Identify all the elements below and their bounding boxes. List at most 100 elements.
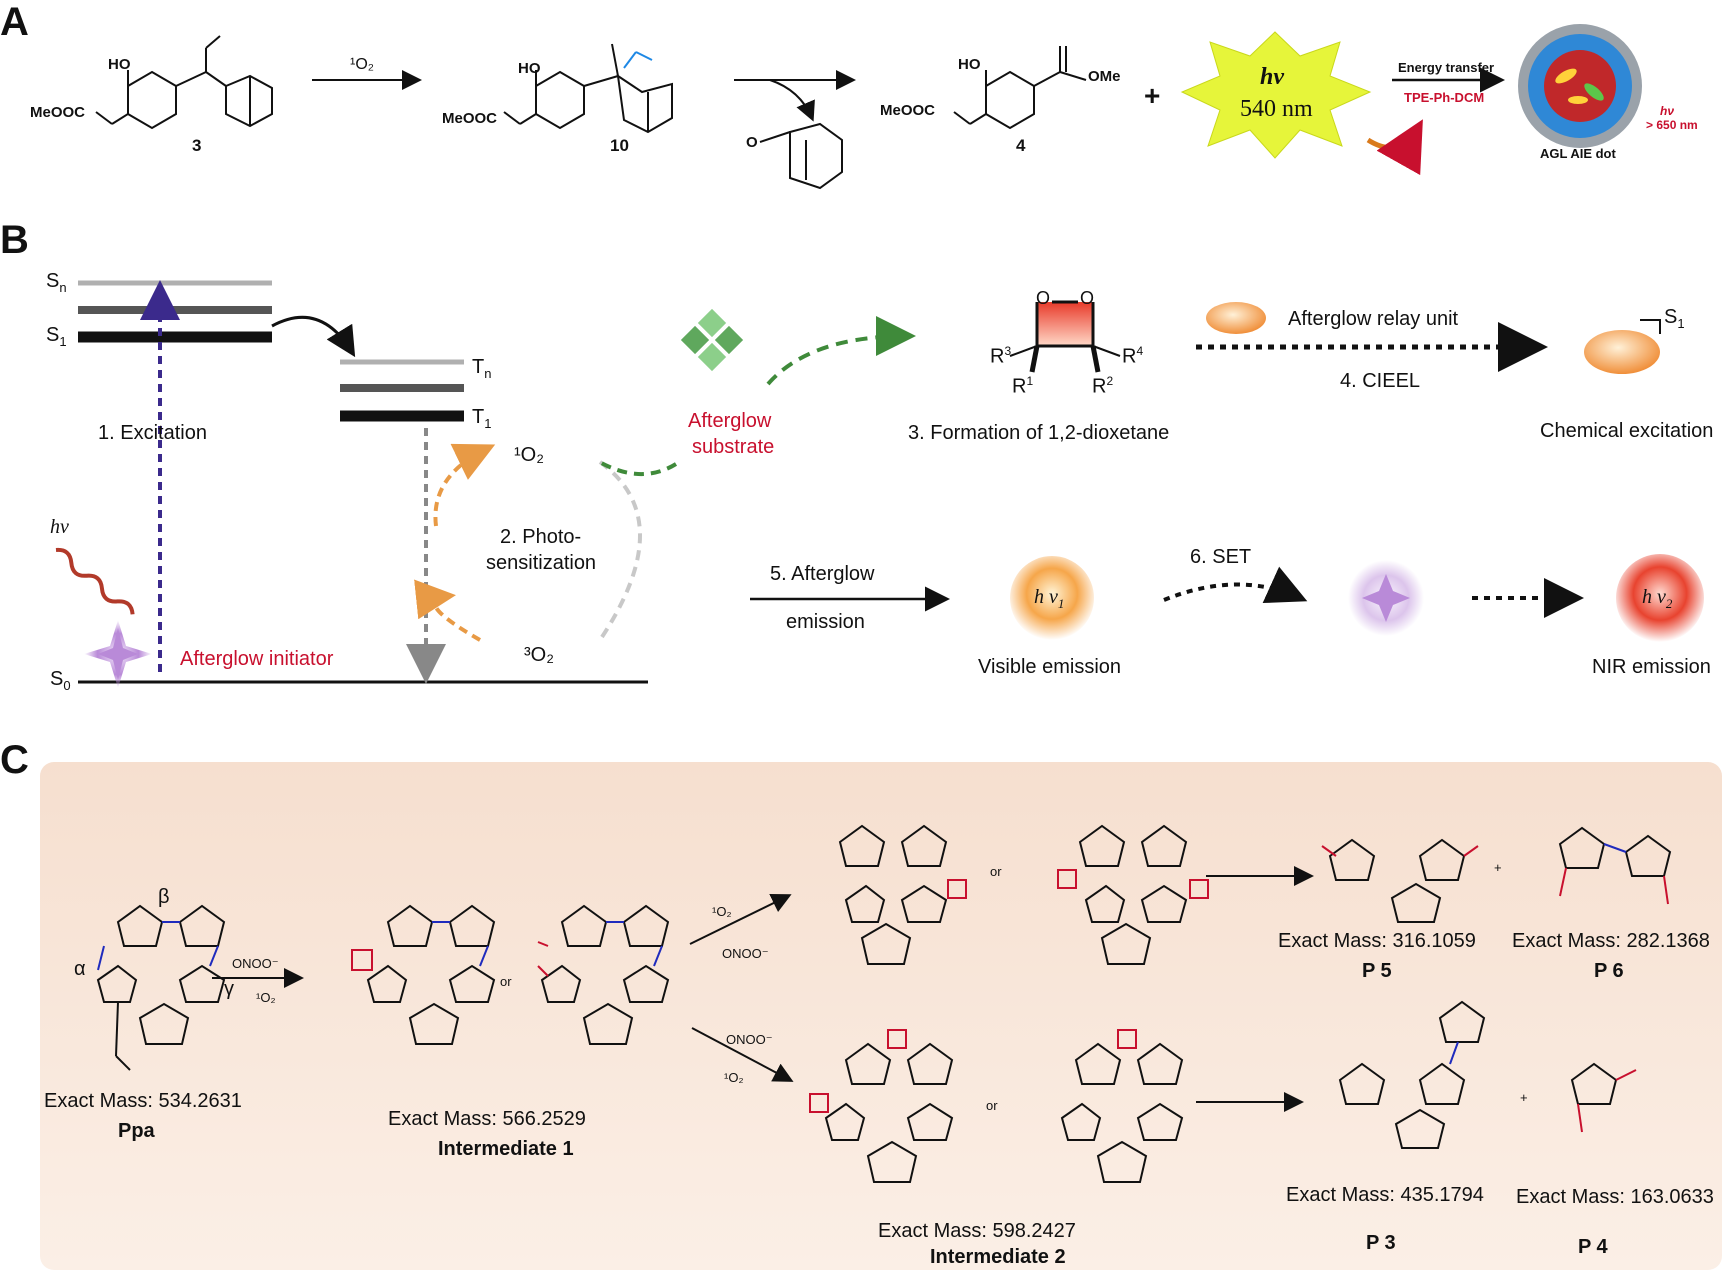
arrow-c2-up bbox=[689, 894, 792, 945]
substrate-crystal-icon bbox=[680, 308, 744, 372]
p6-mass: Exact Mass: 282.1368 bbox=[1512, 930, 1710, 952]
energy-curl-arrow bbox=[1366, 119, 1423, 176]
afterglow-emission-label-1: 5. Afterglow bbox=[770, 563, 875, 585]
arrow-c2-down bbox=[691, 1027, 794, 1082]
arrow-c2-down-o2: ¹O₂ bbox=[724, 1070, 744, 1085]
alpha-label: α bbox=[74, 958, 86, 980]
c3-number: 3 bbox=[192, 136, 202, 155]
panel-label-b: B bbox=[0, 218, 29, 262]
chemical-excitation-label: Chemical excitation bbox=[1540, 420, 1714, 442]
afterglow-emission-label-2: emission bbox=[786, 611, 865, 633]
adamantanone-structure bbox=[759, 122, 843, 190]
p5-structure bbox=[1328, 838, 1466, 923]
nir-emission-label: NIR emission bbox=[1592, 656, 1711, 678]
arrow-a2-branch bbox=[769, 79, 815, 122]
or-label-1: or bbox=[500, 974, 512, 989]
set-star-icon bbox=[1348, 560, 1424, 636]
c10-ho-label: HO bbox=[518, 60, 541, 77]
gamma-label: γ bbox=[224, 978, 234, 1000]
p6-aldehydes bbox=[1559, 867, 1669, 905]
singlet-o2-label: ¹O₂ bbox=[514, 444, 544, 466]
intermediate-2-lower-dioxetanes bbox=[809, 1029, 1137, 1113]
relay-unit-icon bbox=[1206, 302, 1266, 334]
s0-label: S0 bbox=[50, 668, 71, 693]
o2-activation-arrow bbox=[414, 579, 481, 642]
t1-label: T1 bbox=[472, 406, 492, 431]
intermediate-1a-dioxetane bbox=[351, 949, 373, 971]
intermediate-2-lower-structures bbox=[824, 1042, 1184, 1183]
r1-label: R1 bbox=[1012, 374, 1034, 398]
ppa-structure bbox=[96, 904, 226, 1071]
plus-sign-a: + bbox=[1144, 80, 1161, 111]
dioxetane-structure bbox=[1009, 300, 1121, 373]
tn-label: Tn bbox=[472, 356, 492, 381]
arrow-c1-onoo: ONOO⁻ bbox=[232, 956, 279, 971]
dioxetane-ring-10 bbox=[623, 51, 653, 69]
p4-aldehydes bbox=[1577, 1069, 1637, 1133]
initiator-label: Afterglow initiator bbox=[180, 648, 334, 670]
r2-label: R2 bbox=[1092, 374, 1114, 398]
photosensitization-cycle bbox=[598, 460, 642, 642]
substrate-to-dioxetane-arrow bbox=[766, 316, 916, 386]
p5-name: P 5 bbox=[1362, 960, 1392, 982]
ppa-name: Ppa bbox=[118, 1120, 155, 1142]
p5-mass: Exact Mass: 316.1059 bbox=[1278, 930, 1476, 952]
p6-name: P 6 bbox=[1594, 960, 1624, 982]
p4-name: P 4 bbox=[1578, 1236, 1608, 1258]
arrow-c1-o2: ¹O₂ bbox=[256, 990, 276, 1005]
arrow-c2-down-onoo: ONOO⁻ bbox=[726, 1032, 773, 1047]
light-starburst bbox=[1180, 31, 1372, 159]
c4-number: 4 bbox=[1016, 136, 1026, 155]
photo-label-2: sensitization bbox=[486, 552, 597, 574]
plus-sign-c1: + bbox=[1494, 860, 1502, 875]
output-wavelength: > 650 nm bbox=[1646, 118, 1698, 132]
hv-wave-icon bbox=[55, 547, 135, 615]
p4-mass: Exact Mass: 163.0633 bbox=[1516, 1186, 1714, 1208]
o2-activation-arrow-upper bbox=[433, 443, 496, 527]
p3-name: P 3 bbox=[1366, 1232, 1396, 1254]
compound-10-structure bbox=[503, 43, 673, 134]
compound-3-structure bbox=[95, 35, 273, 130]
arrow-a1-label: ¹O₂ bbox=[350, 56, 374, 73]
or-label-2: or bbox=[990, 864, 1002, 879]
c3-ester-label: MeOOC bbox=[30, 104, 86, 121]
compound-4-structure bbox=[953, 46, 1087, 130]
substrate-to-o2-arrow bbox=[594, 458, 678, 476]
int1-mass: Exact Mass: 566.2529 bbox=[388, 1108, 586, 1130]
c10-ester-label: MeOOC bbox=[442, 110, 498, 127]
arrow-c2-up-onoo: ONOO⁻ bbox=[722, 946, 769, 961]
energy-levels bbox=[78, 280, 648, 684]
s1-state-label: S1 bbox=[1664, 306, 1685, 331]
set-arrow bbox=[1163, 566, 1308, 604]
p6-structure bbox=[1558, 826, 1672, 877]
ketone-o-label: O bbox=[746, 134, 758, 151]
intermediate-1b-structure bbox=[540, 904, 670, 1045]
panel-label-a: A bbox=[0, 0, 29, 44]
output-hv: hν bbox=[1660, 104, 1675, 118]
beta-label: β bbox=[158, 886, 170, 908]
substrate-label-1: Afterglow bbox=[688, 410, 772, 432]
c10-number: 10 bbox=[610, 136, 629, 155]
int2-name: Intermediate 2 bbox=[930, 1246, 1066, 1268]
r4-label: R4 bbox=[1122, 344, 1144, 368]
hv2-label: h ν2 bbox=[1642, 586, 1673, 611]
tpe-label: TPE-Ph-DCM bbox=[1404, 90, 1485, 105]
plus-sign-c2: + bbox=[1520, 1090, 1528, 1105]
aie-dot-illustration bbox=[1518, 24, 1642, 148]
intermediate-1b-carbonyls bbox=[537, 941, 549, 977]
intermediate-1a-structure bbox=[366, 904, 496, 1045]
p3-structure bbox=[1338, 1000, 1486, 1149]
or-label-3: or bbox=[986, 1098, 998, 1113]
c4-ester-label: MeOOC bbox=[880, 102, 936, 119]
star-hv: hν bbox=[1260, 64, 1284, 90]
c3-ho-label: HO bbox=[108, 56, 131, 73]
c4-ome-label: OMe bbox=[1088, 68, 1121, 85]
photo-label-1: 2. Photo- bbox=[500, 526, 582, 548]
panel-label-c: C bbox=[0, 738, 29, 782]
p4-structure bbox=[1570, 1062, 1618, 1105]
hv1-label: h ν1 bbox=[1034, 586, 1065, 611]
c4-ho-label: HO bbox=[958, 56, 981, 73]
aie-dot-label: AGL AIE dot bbox=[1540, 146, 1616, 161]
triplet-o2-label: ³O₂ bbox=[524, 644, 554, 666]
